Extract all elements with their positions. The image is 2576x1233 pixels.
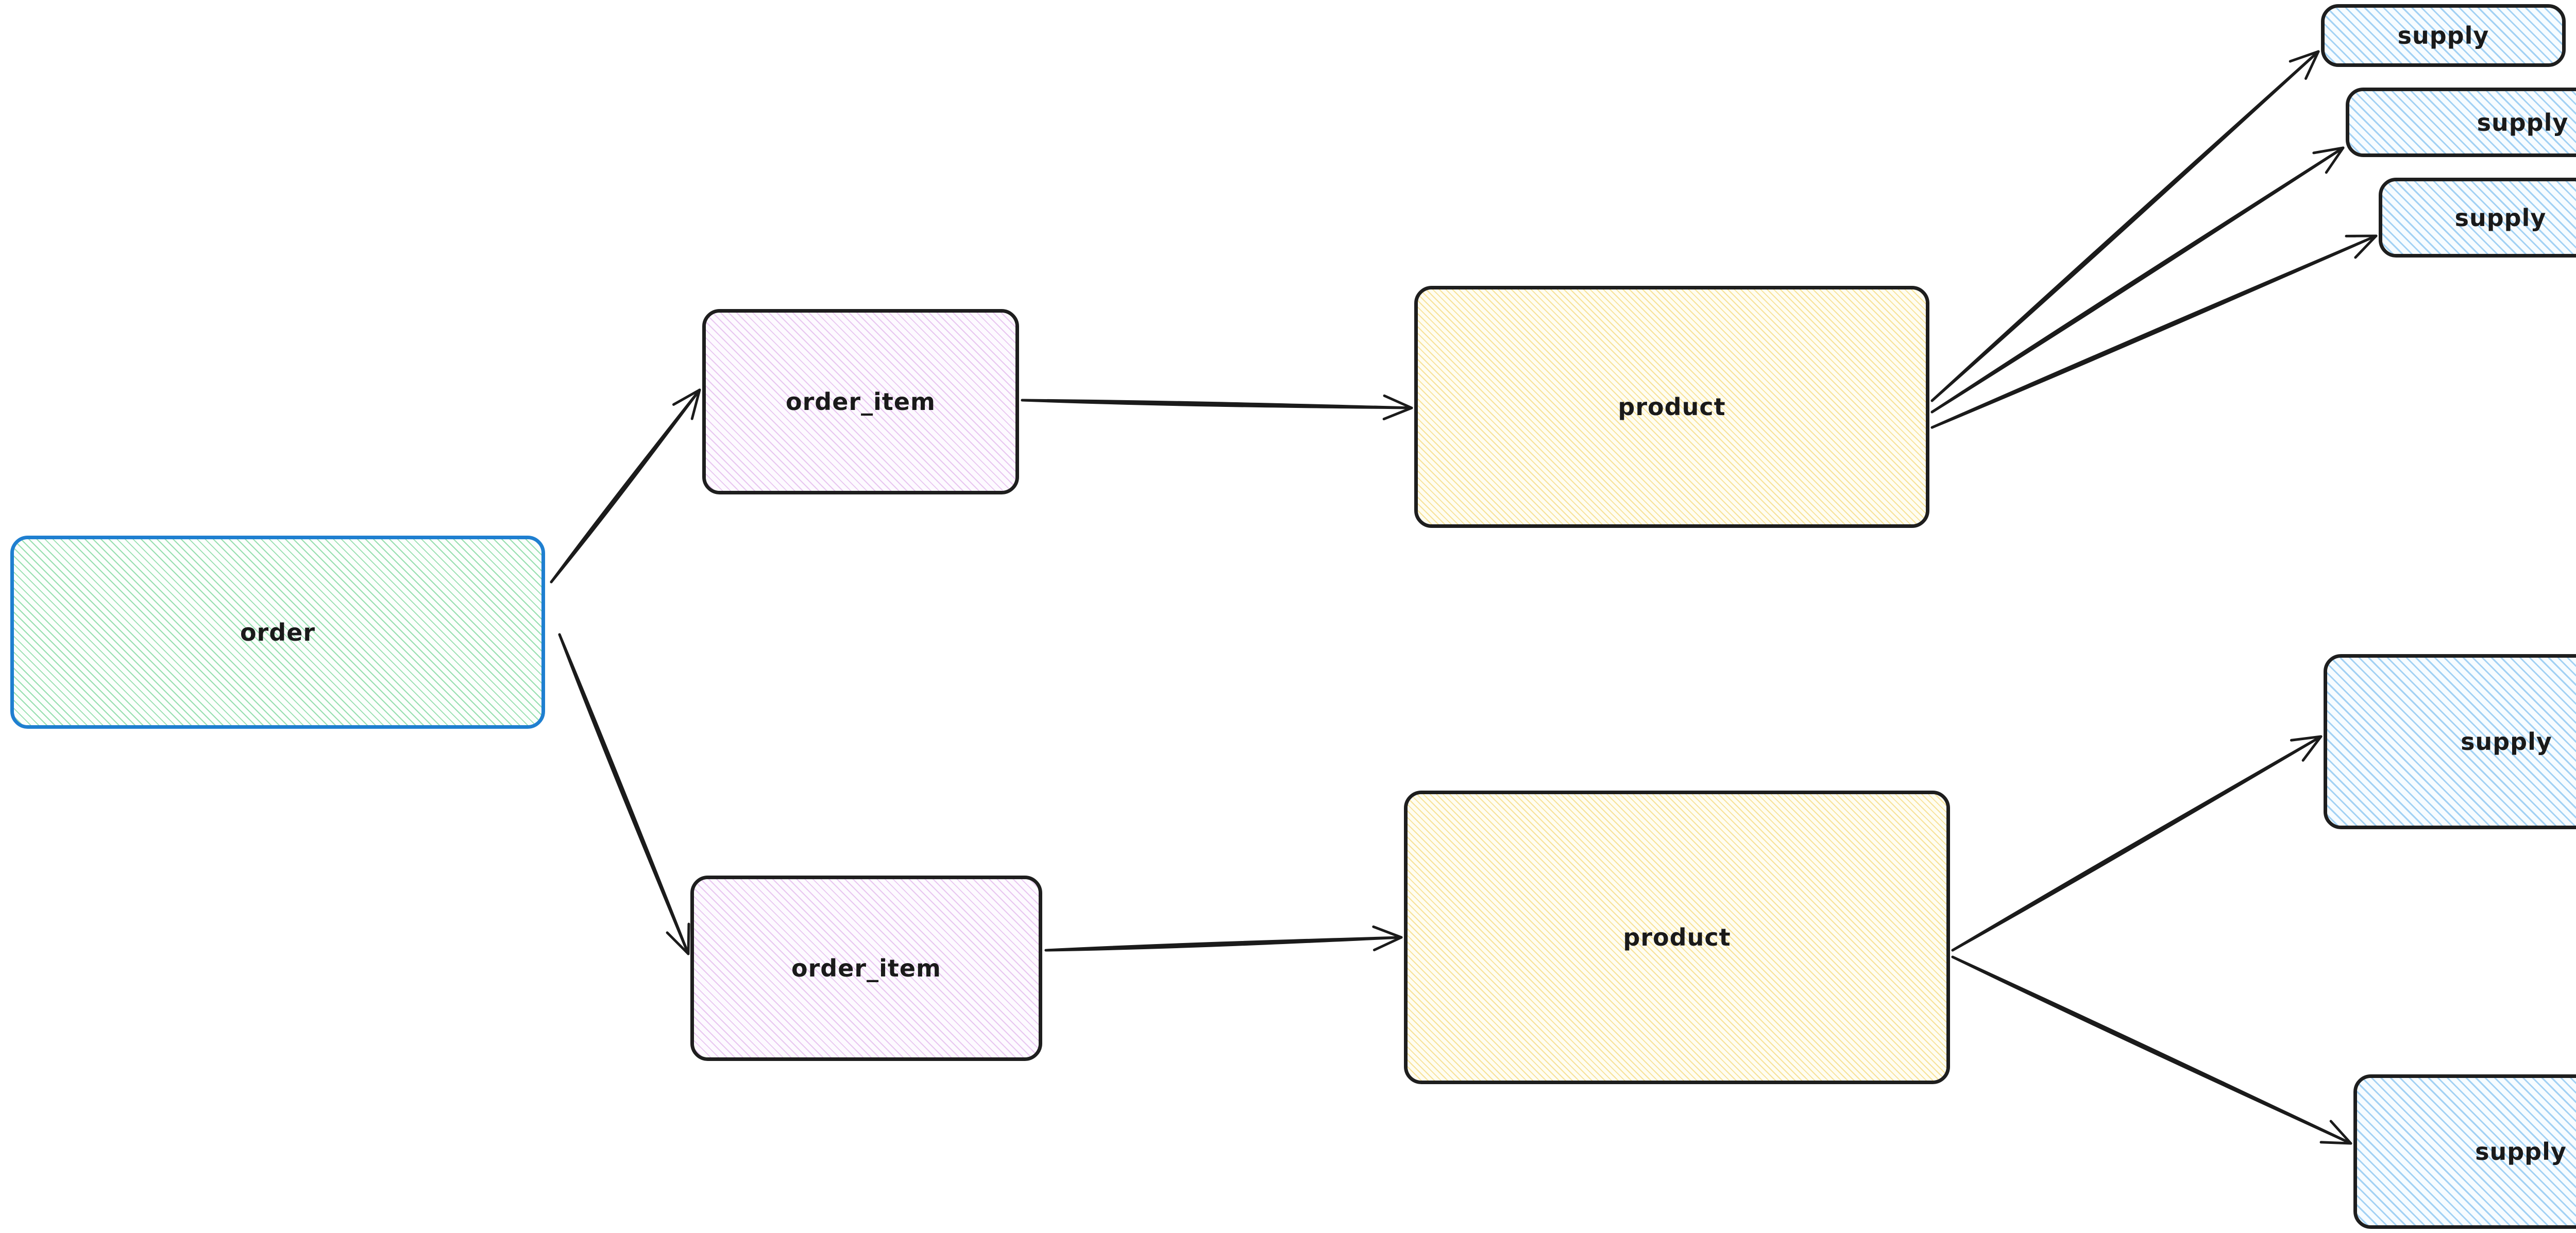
edge-e2: [558, 633, 690, 955]
node-hatch-fill: [694, 879, 1039, 1057]
node-label: supply: [2475, 1138, 2567, 1166]
arrowhead-icon: [2290, 735, 2323, 762]
node-supply_3[interactable]: supply: [2379, 178, 2576, 258]
node-hatch-fill: [2382, 181, 2576, 254]
node-hatch-fill: [1418, 289, 1926, 524]
node-order[interactable]: order: [10, 536, 545, 729]
node-supply_2[interactable]: supply: [2346, 88, 2576, 157]
edge-e6: [1930, 146, 2345, 414]
node-label: supply: [2454, 203, 2547, 232]
edge-e7: [1930, 234, 2378, 429]
arrowhead-icon: [2319, 1120, 2352, 1145]
node-order_item_1[interactable]: order_item: [702, 309, 1019, 494]
node-hatch-fill: [14, 539, 541, 725]
node-supply_1[interactable]: supply: [2321, 4, 2566, 67]
node-label: product: [1618, 393, 1726, 421]
edge-e1: [550, 388, 701, 584]
edge-e5: [1930, 50, 2320, 402]
arrowhead-icon: [1372, 925, 1403, 952]
arrowhead-icon: [2312, 146, 2345, 174]
node-label: order_item: [791, 954, 941, 982]
edge-e9: [1951, 955, 2352, 1145]
arrowhead-icon: [666, 922, 690, 955]
node-label: order: [240, 618, 316, 646]
node-supply_5[interactable]: supply: [2353, 1074, 2576, 1229]
arrowhead-icon: [2345, 234, 2378, 259]
node-order_item_2[interactable]: order_item: [690, 876, 1042, 1061]
node-hatch-fill: [706, 313, 1015, 491]
node-hatch-fill: [2349, 91, 2576, 153]
node-label: supply: [2397, 22, 2489, 49]
arrowhead-icon: [672, 388, 701, 420]
node-hatch-fill: [2325, 8, 2562, 63]
node-label: supply: [2477, 108, 2569, 136]
node-supply_4[interactable]: supply: [2324, 654, 2576, 829]
node-hatch-fill: [2327, 658, 2576, 826]
node-hatch-fill: [2357, 1078, 2576, 1225]
node-label: product: [1623, 923, 1731, 951]
node-label: order_item: [786, 388, 936, 416]
arrowhead-icon: [2289, 50, 2320, 80]
edge-e4: [1044, 925, 1403, 952]
node-hatch-fill: [1408, 794, 1946, 1081]
node-product_2[interactable]: product: [1404, 791, 1950, 1084]
node-label: supply: [2461, 728, 2552, 756]
edge-e3: [1021, 394, 1413, 421]
node-product_1[interactable]: product: [1414, 286, 1929, 528]
edge-e8: [1951, 735, 2323, 952]
arrowhead-icon: [1382, 394, 1413, 421]
